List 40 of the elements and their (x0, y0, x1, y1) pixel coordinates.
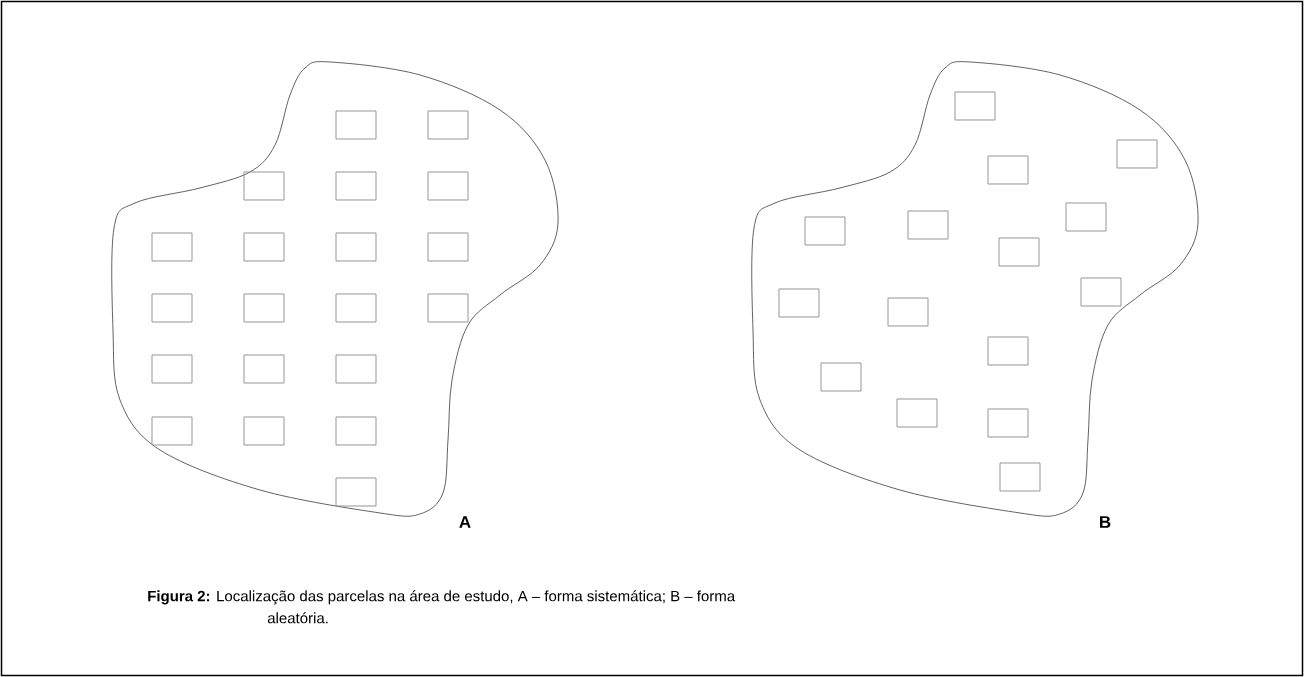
study-area-outline: A (111, 61, 559, 528)
sample-plot (243, 171, 285, 201)
sample-plot (335, 293, 377, 323)
sample-plot (896, 398, 938, 428)
sample-plot (820, 362, 862, 392)
sample-plot (427, 232, 469, 262)
sample-plot (151, 354, 193, 384)
sample-plot (243, 354, 285, 384)
sample-plot (987, 336, 1029, 366)
sample-plot (427, 110, 469, 140)
sample-plot (335, 354, 377, 384)
sample-plot (1116, 139, 1158, 169)
sample-plot (335, 110, 377, 140)
sample-plot (243, 232, 285, 262)
caption: Figura 2: Localização das parcelas na área de estudo, A – forma sistemática; B – forma aleatória. (148, 590, 736, 624)
sample-plot (998, 237, 1040, 267)
sample-plot (427, 293, 469, 323)
sample-plot (335, 416, 377, 446)
sample-plot (243, 416, 285, 446)
sample-plot (1080, 277, 1122, 307)
sample-plot (335, 477, 377, 507)
sample-plot (151, 293, 193, 323)
sample-plot (887, 297, 929, 327)
sample-plot (1065, 202, 1107, 232)
sample-plot (335, 232, 377, 262)
sample-plot (954, 91, 996, 121)
sample-plot (335, 171, 377, 201)
sample-plot (804, 216, 846, 246)
sample-plot (907, 210, 949, 240)
node-label: B (1100, 516, 1111, 528)
sample-plot (151, 232, 193, 262)
sample-plot (987, 408, 1029, 438)
sample-plot (999, 462, 1041, 492)
study-area-outline: B (751, 61, 1199, 528)
sample-plot (778, 288, 820, 318)
sample-plot (243, 293, 285, 323)
node-label: A (459, 516, 471, 528)
sample-plot (151, 416, 193, 446)
sample-plot (427, 171, 469, 201)
sample-plot (987, 155, 1029, 185)
